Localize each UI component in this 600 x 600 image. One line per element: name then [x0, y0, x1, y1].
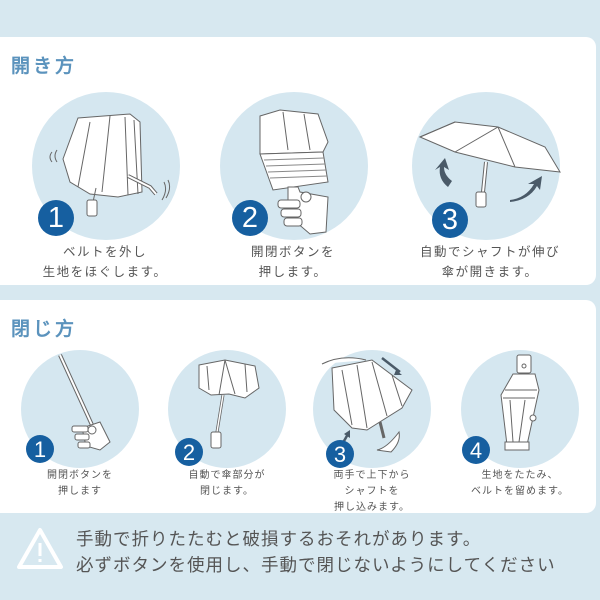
step-number-badge: 1: [26, 435, 54, 463]
open-step-2: 2 開閉ボタンを 押します。: [218, 92, 368, 282]
warning-notice: 手動で折りたたむと破損するおそれがあります。 必ずボタンを使用し、手動で閉じない…: [0, 513, 600, 600]
open-section-title: 開き方: [11, 55, 78, 77]
close-step-1: 1 開閉ボタンを 押します: [20, 350, 140, 510]
close-step-4: 4 生地をたたみ、 ベルトを留めます。: [455, 350, 585, 510]
step-number-badge: 2: [175, 438, 203, 466]
step-caption: 自動で傘部分が 閉じます。: [188, 470, 266, 497]
close-step-3: 3 両手で上下から シャフトを 押し込みます。: [312, 350, 432, 515]
close-section-title: 閉じ方: [11, 318, 78, 340]
closing-umbrella-illustration-icon: [198, 359, 260, 449]
step-caption: 開閉ボタンを 押します: [47, 470, 113, 497]
step-caption: 生地をたたみ、 ベルトを留めます。: [471, 470, 569, 497]
warning-text: 手動で折りたたむと破損するおそれがあります。 必ずボタンを使用し、手動で閉じない…: [76, 527, 556, 579]
open-step-3: 3 自動でシャフトが伸び 傘が開きます。: [410, 92, 570, 282]
folded-umbrella-illustration-icon: [500, 354, 540, 451]
open-instructions-panel: 開き方 1 ベルトを外し 生地をほぐします。 2 開閉ボタンを: [0, 37, 596, 285]
warning-triangle-icon: [17, 528, 63, 569]
step-number-badge: 4: [462, 436, 490, 464]
close-instructions-panel: 閉じ方 1 開閉ボタンを 押します 2 自動で傘部分が 閉じます。: [0, 300, 596, 513]
step-caption: 開閉ボタンを 押します。: [250, 244, 335, 279]
open-umbrella-illustration-icon: [418, 121, 561, 208]
step-number-badge: 1: [38, 200, 74, 236]
open-step-1: 1 ベルトを外し 生地をほぐします。: [30, 92, 180, 282]
press-close-button-illustration-icon: [58, 354, 111, 451]
step-caption: ベルトを外し 生地をほぐします。: [42, 244, 168, 279]
step-number-badge: 3: [326, 440, 354, 468]
loose-umbrella-illustration-icon: [49, 113, 171, 217]
push-shaft-illustration-icon: [321, 357, 413, 453]
step-caption: 自動でシャフトが伸び 傘が開きます。: [419, 244, 560, 279]
warning-line-2: 必ずボタンを使用し、手動で閉じないようにしてください: [76, 556, 556, 576]
close-step-2: 2 自動で傘部分が 閉じます。: [167, 350, 287, 510]
step-number-badge: 2: [232, 200, 268, 236]
press-button-illustration-icon: [259, 109, 329, 235]
warning-line-1: 手動で折りたたむと破損するおそれがあります。: [76, 530, 482, 550]
step-number-badge: 3: [432, 202, 468, 238]
step-caption: 両手で上下から シャフトを 押し込みます。: [333, 470, 411, 513]
